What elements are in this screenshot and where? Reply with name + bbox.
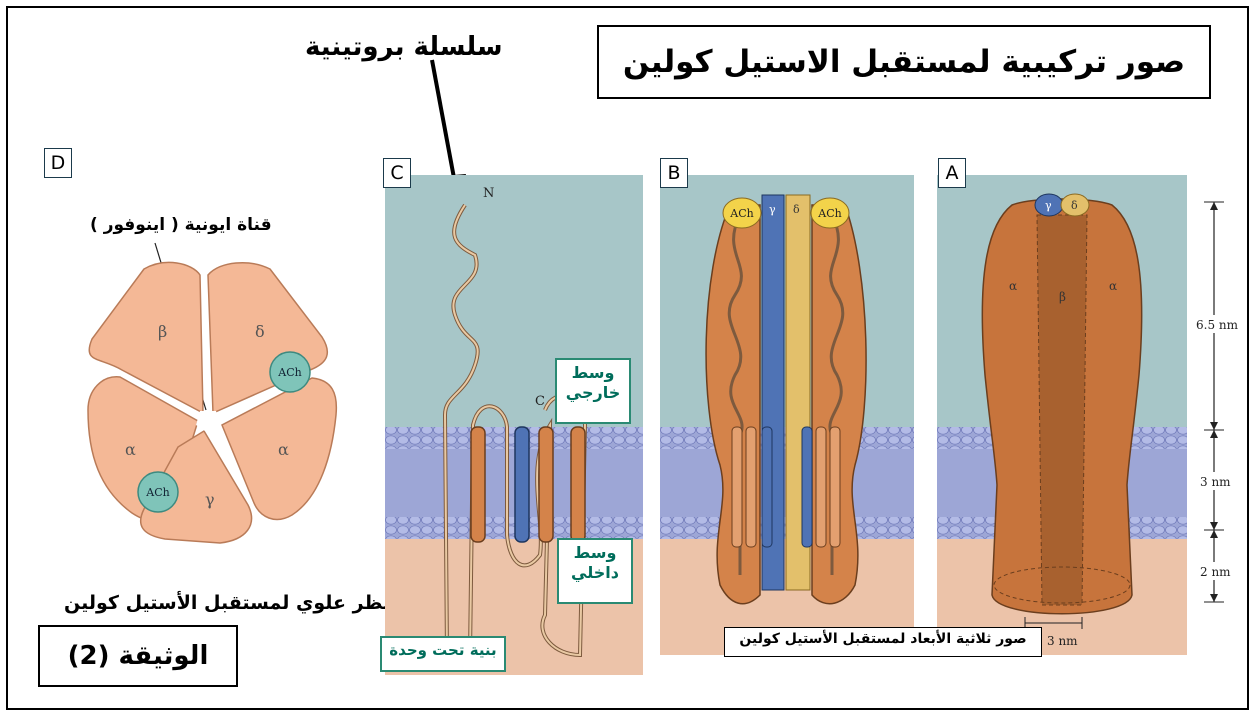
ach-label-right: ACh [817,207,841,220]
ach-label-left: ACh [729,207,753,220]
panel-b-figure: ACh ACh γ δ [660,175,914,655]
a-beta-label: β [1059,290,1066,304]
a-alpha-right-label: α [1109,279,1117,293]
panel-d-letter: D [44,148,72,178]
width-scale-label: 3 nm [1047,634,1078,648]
c-terminal-label: C [535,394,545,409]
ach-label-2: ACh [145,486,169,499]
panel-a-letter: A [938,158,966,188]
panel-b-letter: B [660,158,688,188]
top-view-caption: منظر علوي لمستقبل الأستيل كولين [64,592,402,614]
page-title: صور تركيبية لمستقبل الاستيل كولين [597,25,1211,99]
a-alpha-left-label: α [1009,279,1017,293]
subunit-label-alpha-left: α [125,440,136,459]
subunit-label-delta: δ [255,322,265,341]
subunit-label-alpha-right: α [278,440,289,459]
outer-medium-label: وسط خارجي [555,358,631,424]
document-label: الوثيقة (2) [38,625,238,687]
ach-label-1: ACh [277,366,301,379]
panel-c-letter: C [383,158,411,188]
n-terminal-label: N [483,186,494,201]
gamma-label: γ [769,203,776,216]
ion-channel-label: قناة ايونية ( اينوفور ) [90,215,272,235]
vertical-scale: 6.5 nm 3 nm 2 nm [1188,190,1248,610]
subunit-label-beta: β [158,322,167,341]
inner-medium-label: وسط داخلي [557,538,633,604]
subunit-structure-label: بنية تحت وحدة [380,636,506,672]
delta-label: δ [793,203,800,216]
subunit-label-gamma: γ [205,490,215,509]
three-d-caption: صور ثلاثية الأبعاد لمستقبل الأستيل كولين [724,627,1042,657]
scale-middle-label: 3 nm [1200,475,1231,489]
panel-a-figure: γ δ α β α 3 nm [937,175,1187,655]
a-gamma-label: γ [1045,199,1052,212]
pentamer-top-view: ACh ACh β δ α α γ [70,235,350,575]
scale-bottom-label: 2 nm [1200,565,1231,579]
a-delta-label: δ [1071,199,1078,212]
scale-top-label: 6.5 nm [1196,318,1239,332]
